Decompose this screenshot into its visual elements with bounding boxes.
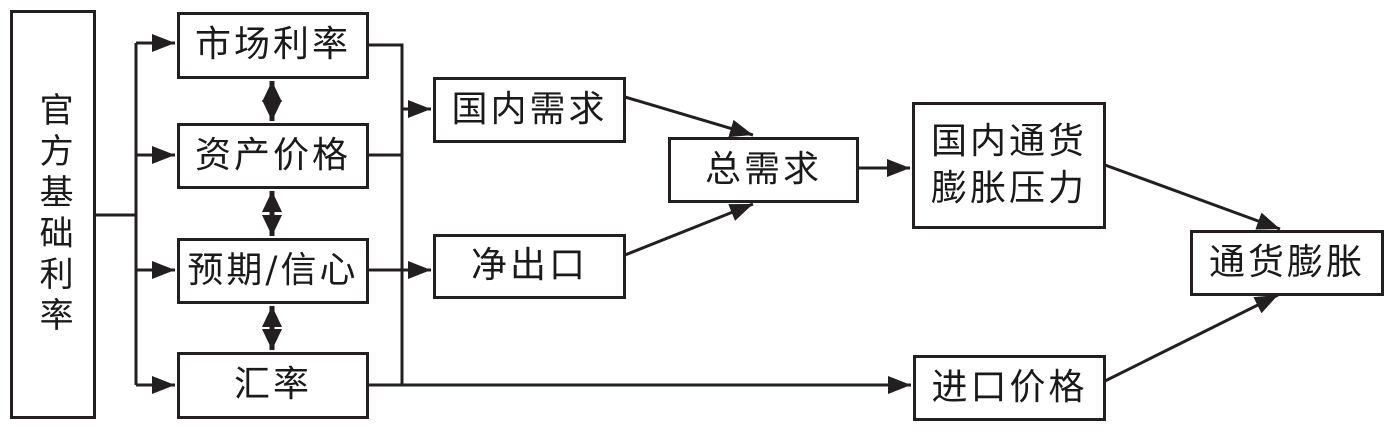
node-inflation: 通货膨胀 [1190,230,1384,296]
node-exchange-rate: 汇率 [177,352,369,419]
node-expectation-confidence: 预期/信心 [177,238,369,304]
node-market-rate: 市场利率 [177,12,369,79]
node-official-base-rate: 官方基础利率 [10,10,96,419]
edge-net-export-to-aggregate [624,202,754,257]
node-asset-price: 资产价格 [177,123,369,189]
edge-right-collector [368,43,404,386]
node-net-export: 净出口 [433,234,626,299]
node-aggregate-demand: 总需求 [668,137,859,203]
edge-import-price-to-inflation [1104,293,1279,383]
node-domestic-inflation-pressure: 国内通货 膨胀压力 [912,102,1106,229]
edge-pressure-to-inflation [1104,163,1281,231]
node-import-price: 进口价格 [913,355,1106,421]
edge-domestic-demand-to-aggregate [624,95,754,138]
node-domestic-demand: 国内需求 [433,77,626,143]
